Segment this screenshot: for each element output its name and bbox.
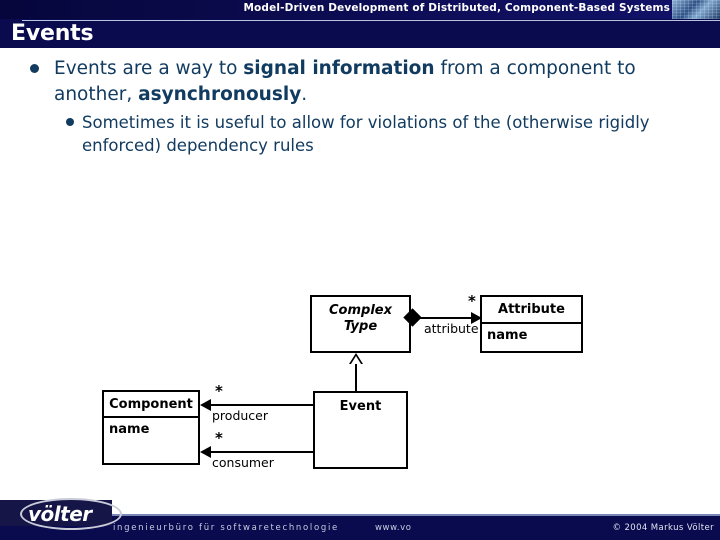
uml-attribute-name: name bbox=[109, 422, 150, 437]
list-item: Sometimes it is useful to allow for viol… bbox=[0, 111, 702, 157]
logo-ellipse-icon bbox=[20, 498, 122, 530]
uml-class-name: Component bbox=[109, 397, 193, 412]
bullet-dot-icon bbox=[30, 64, 39, 73]
slide-header: Model-Driven Development of Distributed,… bbox=[0, 0, 720, 48]
bullet-list: Events are a way to signal information f… bbox=[0, 56, 720, 157]
association-role-consumer: consumer bbox=[212, 455, 274, 470]
footer-copyright: © 2004 Markus Völter bbox=[612, 523, 714, 533]
bullet-emphasis: asynchronously bbox=[138, 84, 302, 105]
uml-compartment-divider bbox=[104, 416, 198, 418]
arrowhead-icon bbox=[200, 446, 211, 458]
bullet-text: Events are a way to signal information f… bbox=[54, 58, 636, 105]
association-role-attribute: attribute bbox=[424, 321, 479, 336]
uml-class-event: Event bbox=[313, 391, 408, 469]
footer-url[interactable]: www.vo bbox=[375, 523, 412, 533]
course-subtitle: Model-Driven Development of Distributed,… bbox=[243, 2, 670, 14]
multiplicity-attribute: * bbox=[468, 292, 476, 310]
arrowhead-icon bbox=[200, 399, 211, 411]
association-role-producer: producer bbox=[212, 408, 269, 423]
uml-class-name: Complex Type bbox=[329, 303, 392, 334]
bullet-dot-icon bbox=[66, 118, 74, 126]
brand-logo-text: völter bbox=[28, 502, 92, 526]
uml-class-name: Attribute bbox=[498, 302, 565, 317]
multiplicity-consumer: * bbox=[215, 429, 223, 447]
uml-class-attribute: Attribute name bbox=[480, 295, 583, 353]
arrowhead-icon bbox=[471, 312, 482, 324]
uml-attribute-name: name bbox=[487, 328, 528, 343]
bullet-span: Events are a way to bbox=[54, 58, 244, 79]
bullet-emphasis: signal information bbox=[243, 58, 435, 79]
bullet-text: Sometimes it is useful to allow for viol… bbox=[82, 113, 650, 155]
uml-class-name: Event bbox=[339, 399, 382, 414]
uml-compartment-divider bbox=[482, 322, 581, 324]
multiplicity-producer: * bbox=[215, 382, 223, 400]
footer-bar bbox=[0, 516, 720, 540]
bullet-span: . bbox=[301, 84, 308, 105]
composition-edge bbox=[418, 317, 474, 319]
header-top-band bbox=[0, 0, 720, 19]
uml-class-complex-type: Complex Type bbox=[310, 295, 411, 353]
slide-footer: völter ingenieurbüro für softwaretechnol… bbox=[0, 497, 720, 540]
building-photo-thumbnail-icon bbox=[672, 0, 720, 19]
uml-class-component: Component name bbox=[102, 390, 200, 465]
footer-tagline: ingenieurbüro für softwaretechnologie bbox=[113, 523, 339, 533]
generalization-edge bbox=[355, 364, 357, 391]
bullet-span: from a component to another, bbox=[54, 58, 636, 105]
header-divider-rule bbox=[22, 20, 720, 21]
footer-top-rule bbox=[0, 514, 720, 516]
uml-class-diagram: Complex Type attribute * Attribute name … bbox=[0, 270, 720, 495]
generalization-triangle-fill bbox=[351, 356, 361, 364]
list-item: Events are a way to signal information f… bbox=[0, 56, 654, 108]
bullet-span: Sometimes it is useful to allow for viol… bbox=[82, 113, 650, 155]
page-title: Events bbox=[11, 21, 94, 46]
consumer-edge bbox=[211, 451, 313, 453]
producer-edge bbox=[211, 404, 313, 406]
